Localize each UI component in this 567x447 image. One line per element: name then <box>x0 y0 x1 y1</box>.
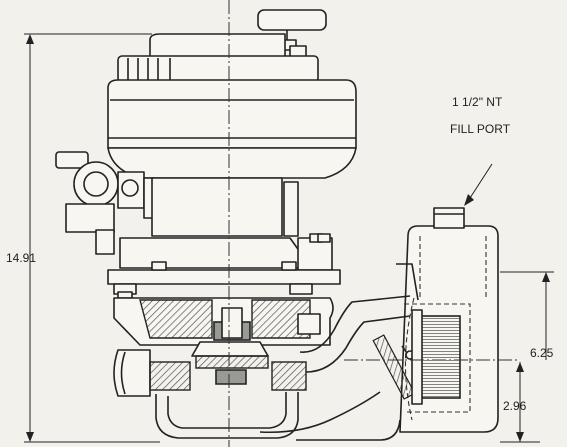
overall-height-label: 14.91 <box>6 251 36 265</box>
discharge-port <box>419 315 461 399</box>
fill-port-name-label: FILL PORT <box>450 122 511 136</box>
check-valve <box>372 334 416 400</box>
dimension-lines <box>24 33 554 443</box>
impeller <box>191 341 269 357</box>
engine-base <box>119 237 301 269</box>
blower-housing-top <box>149 33 286 61</box>
fill-port-size-label: 1 1/2" NT <box>452 95 503 109</box>
suction-inlet <box>113 349 151 397</box>
priming-chamber <box>259 207 499 441</box>
engine-housing <box>107 79 357 149</box>
fill-port <box>433 207 465 229</box>
crankcase <box>151 177 283 237</box>
mounting-plate <box>107 269 341 285</box>
port-height-label: 6.25 <box>530 346 554 360</box>
cap-knob <box>257 9 327 31</box>
pump-body <box>113 297 334 439</box>
base-height-label: 2.96 <box>503 399 527 413</box>
engine-assembly <box>55 9 357 299</box>
